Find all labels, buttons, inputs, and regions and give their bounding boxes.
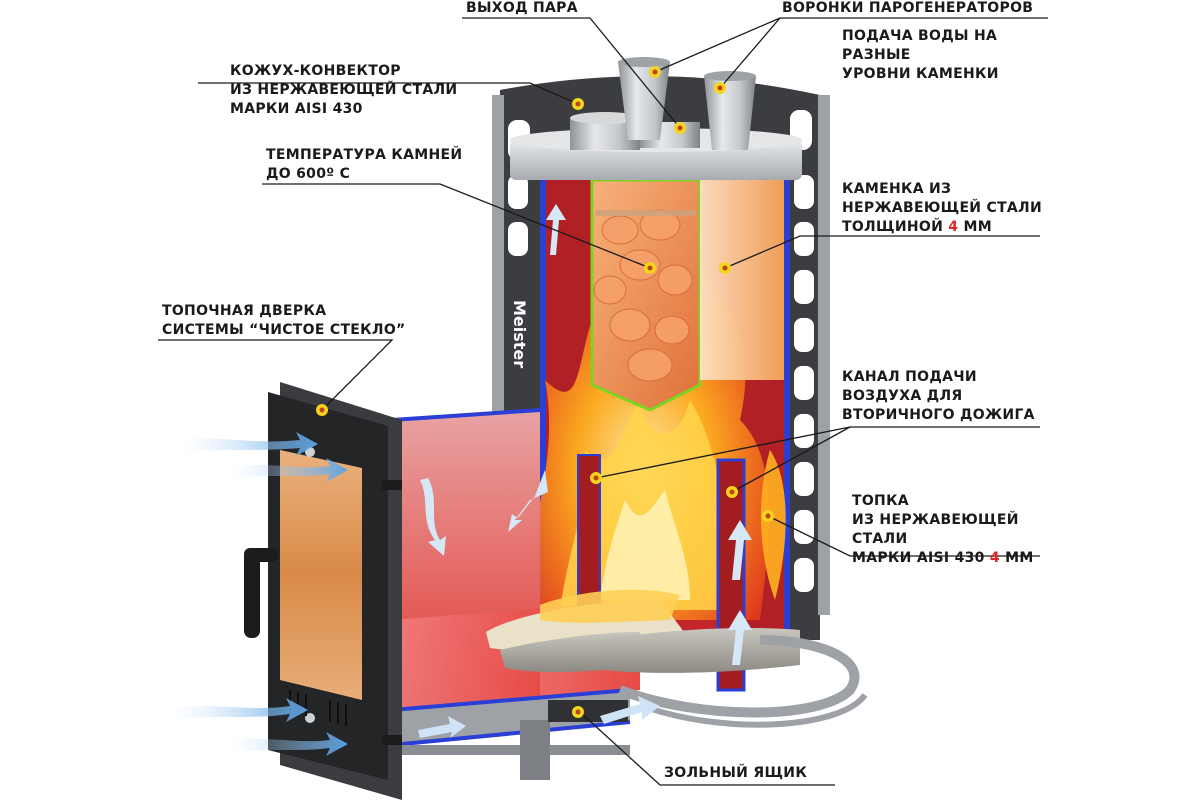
air-arrow-icon	[180, 432, 318, 456]
label-secondary-air-channel: КАНАЛ ПОДАЧИ ВОЗДУХА ДЛЯ ВТОРИЧНОГО ДОЖИ…	[842, 368, 1035, 425]
label-line: ВЫХОД ПАРА	[466, 0, 578, 16]
firewood-logs	[486, 589, 800, 673]
air-flow-arrows	[170, 204, 752, 756]
label-line: ТОПОЧНАЯ ДВЕРКА	[162, 303, 327, 319]
label-line: ТЕМПЕРАТУРА КАМНЕЙ	[266, 147, 463, 163]
firebox-door	[244, 382, 402, 800]
marker-icon	[644, 262, 656, 274]
stone-basket	[590, 178, 784, 412]
air-arrow-icon	[420, 478, 446, 556]
air-arrow-icon	[418, 716, 466, 738]
brand-text: Meister	[510, 300, 529, 368]
label-line: СИСТЕМЫ “ЧИСТОЕ СТЕКЛО”	[162, 322, 406, 338]
marker-icon	[590, 472, 602, 484]
label-line: МАРКИ AISI 430 4 ММ	[852, 549, 1034, 568]
highlight-number: 4	[989, 550, 1000, 566]
label-text: ТОЛЩИНОЙ	[842, 219, 949, 235]
marker-icon	[726, 486, 738, 498]
label-line: КАМЕНКА ИЗ	[842, 181, 952, 197]
marker-icon	[719, 262, 731, 274]
label-line: ПОДАЧА ВОДЫ НА	[842, 28, 998, 44]
label-stone-temperature: ТЕМПЕРАТУРА КАМНЕЙ ДО 600º С	[266, 146, 462, 184]
marker-icon	[674, 122, 686, 134]
label-ash-box: ЗОЛЬНЫЙ ЯЩИК	[664, 764, 807, 783]
label-line: РАЗНЫЕ	[842, 47, 911, 63]
label-firebox-door: ТОПОЧНАЯ ДВЕРКА СИСТЕМЫ “ЧИСТОЕ СТЕКЛО”	[162, 302, 406, 340]
label-line: ТОЛЩИНОЙ 4 ММ	[842, 218, 1042, 237]
label-line: ТОПКА	[852, 493, 909, 509]
label-line: ЗОЛЬНЫЙ ЯЩИК	[664, 765, 808, 781]
label-steam-funnels: ВОРОНКИ ПАРОГЕНЕРАТОРОВ	[782, 0, 1033, 18]
marker-icon	[649, 66, 661, 78]
label-line: ВОЗДУХА ДЛЯ	[842, 388, 963, 404]
label-line: КАНАЛ ПОДАЧИ	[842, 369, 977, 385]
label-line: КОЖУХ-КОНВЕКТОР	[230, 63, 401, 79]
label-text: МАРКИ AISI 430	[852, 550, 990, 566]
air-arrow-icon	[508, 470, 548, 532]
air-arrow-icon	[170, 698, 308, 722]
air-arrow-icon	[600, 696, 660, 724]
callout-markers	[316, 66, 774, 718]
air-arrow-icon	[728, 520, 752, 580]
label-line: СТАЛИ	[852, 531, 908, 547]
air-arrow-icon	[546, 204, 566, 255]
label-line: МАРКИ AISI 430	[230, 101, 363, 117]
marker-icon	[572, 98, 584, 110]
label-water-supply: ПОДАЧА ВОДЫ НА РАЗНЫЕ УРОВНИ КАМЕНКИ	[842, 27, 999, 84]
marker-icon	[572, 706, 584, 718]
label-text: ММ	[999, 550, 1034, 566]
label-line: НЕРЖАВЕЮЩЕЙ СТАЛИ	[842, 200, 1042, 216]
label-steam-outlet: ВЫХОД ПАРА	[466, 0, 578, 18]
air-arrow-icon	[230, 458, 348, 482]
marker-icon	[762, 510, 774, 522]
leader-lines	[158, 17, 1048, 786]
marker-icon	[714, 82, 726, 94]
label-line: ВТОРИЧНОГО ДОЖИГА	[842, 407, 1035, 423]
label-line: ИЗ НЕРЖАВЕЮЩЕЙ СТАЛИ	[230, 82, 458, 98]
label-heater-stainless: КАМЕНКА ИЗ НЕРЖАВЕЮЩЕЙ СТАЛИ ТОЛЩИНОЙ 4 …	[842, 180, 1042, 237]
label-line: ИЗ НЕРЖАВЕЮЩЕЙ	[852, 512, 1019, 528]
base-air-ring	[618, 635, 868, 728]
marker-icon	[316, 404, 328, 416]
label-text: ММ	[958, 219, 992, 235]
label-convector-casing: КОЖУХ-КОНВЕКТОР ИЗ НЕРЖАВЕЮЩЕЙ СТАЛИ МАР…	[230, 62, 457, 119]
air-arrow-icon	[728, 610, 752, 665]
label-line: ВОРОНКИ ПАРОГЕНЕРАТОРОВ	[782, 0, 1034, 16]
highlight-number: 4	[948, 219, 959, 235]
label-firebox-stainless: ТОПКА ИЗ НЕРЖАВЕЮЩЕЙ СТАЛИ МАРКИ AISI 43…	[852, 492, 1034, 568]
label-line: УРОВНИ КАМЕНКИ	[842, 66, 999, 82]
air-arrow-icon	[230, 732, 348, 756]
label-line: ДО 600º С	[266, 166, 351, 182]
steam-funnels	[618, 57, 756, 150]
